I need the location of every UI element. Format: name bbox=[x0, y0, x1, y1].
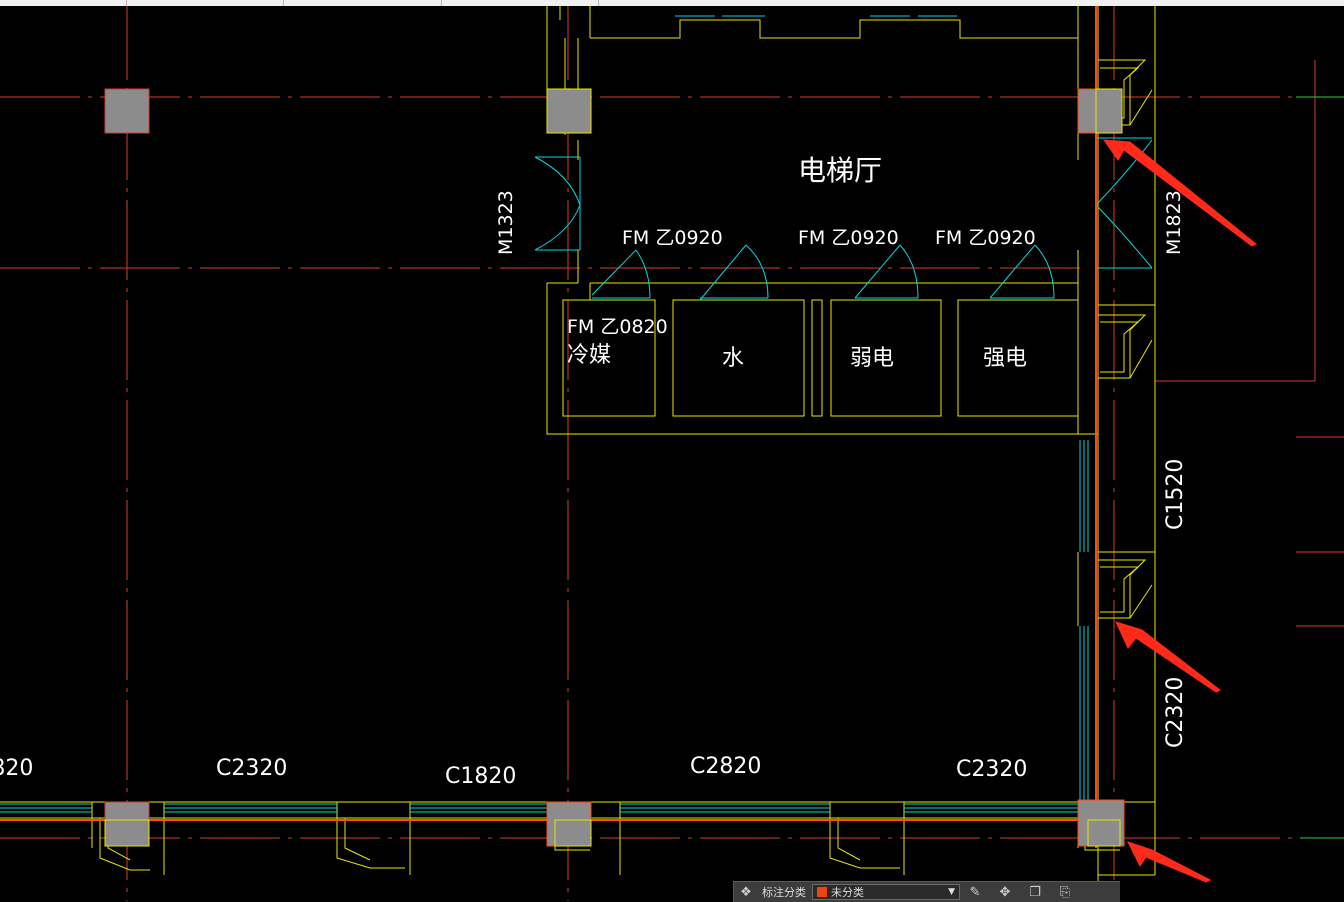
elevator-hall-label: 电梯厅 bbox=[798, 154, 882, 187]
fire-door-label: FM 乙0920 bbox=[798, 227, 899, 249]
walls bbox=[0, 6, 1156, 895]
tab-segment[interactable] bbox=[0, 0, 127, 6]
fire-door-label: FM 乙0920 bbox=[622, 227, 723, 249]
window-label: C2820 bbox=[690, 754, 761, 779]
window-label-vertical: C1520 bbox=[1163, 459, 1188, 530]
glazing bbox=[0, 15, 1153, 813]
tab-segment[interactable] bbox=[442, 0, 599, 6]
column bbox=[104, 801, 150, 847]
column bbox=[1077, 799, 1125, 847]
right-frame bbox=[1155, 60, 1344, 839]
column bbox=[546, 88, 592, 134]
fire-door-label: FM 乙0820 bbox=[567, 316, 668, 338]
copy-icon[interactable]: ❐ bbox=[1029, 884, 1041, 900]
paste-icon[interactable]: ⎘ bbox=[1059, 884, 1071, 900]
top-tab-strip bbox=[0, 0, 1344, 6]
annotation-arrows bbox=[1102, 139, 1257, 883]
edit-icon[interactable]: ✎ bbox=[969, 884, 981, 900]
annotation-category-select[interactable]: 未分类 ▼ bbox=[812, 884, 960, 900]
door-label-right: M1823 bbox=[1163, 190, 1185, 255]
room-label-water: 水 bbox=[722, 346, 744, 371]
tab-segment[interactable] bbox=[127, 0, 284, 6]
window-sills bbox=[99, 59, 1153, 871]
window-label: C1820 bbox=[0, 756, 33, 781]
window-label: C2320 bbox=[216, 756, 287, 781]
annotation-category-label: 标注分类 bbox=[762, 886, 806, 899]
category-selected-value: 未分类 bbox=[831, 886, 864, 899]
fire-door-label: FM 乙0920 bbox=[935, 227, 1036, 249]
grid-snap-icon[interactable]: ❖ bbox=[740, 884, 752, 900]
cad-drawing-canvas[interactable]: 电梯厅 M1323 M1823 FM 乙0920 FM 乙0920 FM 乙09… bbox=[0, 6, 1344, 901]
window-label: C2320 bbox=[956, 757, 1027, 782]
category-color-swatch bbox=[817, 887, 827, 897]
chevron-down-icon: ▼ bbox=[948, 887, 955, 897]
columns bbox=[104, 88, 1125, 847]
room-label-strong-current: 强电 bbox=[983, 346, 1027, 371]
tab-segment[interactable] bbox=[284, 0, 442, 6]
room-label-refrigerant: 冷媒 bbox=[567, 343, 611, 368]
column bbox=[546, 801, 592, 847]
column bbox=[1077, 88, 1123, 134]
window-label: C1820 bbox=[445, 764, 516, 789]
window-label-vertical: C2320 bbox=[1163, 677, 1188, 748]
annotation-toolbar: ❖ 标注分类 未分类 ▼ ✎ ✥ ❐ ⎘ bbox=[733, 881, 1120, 902]
axis-grid bbox=[0, 6, 1344, 901]
room-label-weak-current: 弱电 bbox=[850, 346, 894, 371]
door-label-left: M1323 bbox=[495, 190, 517, 255]
move-icon[interactable]: ✥ bbox=[999, 884, 1011, 900]
column bbox=[104, 88, 150, 134]
